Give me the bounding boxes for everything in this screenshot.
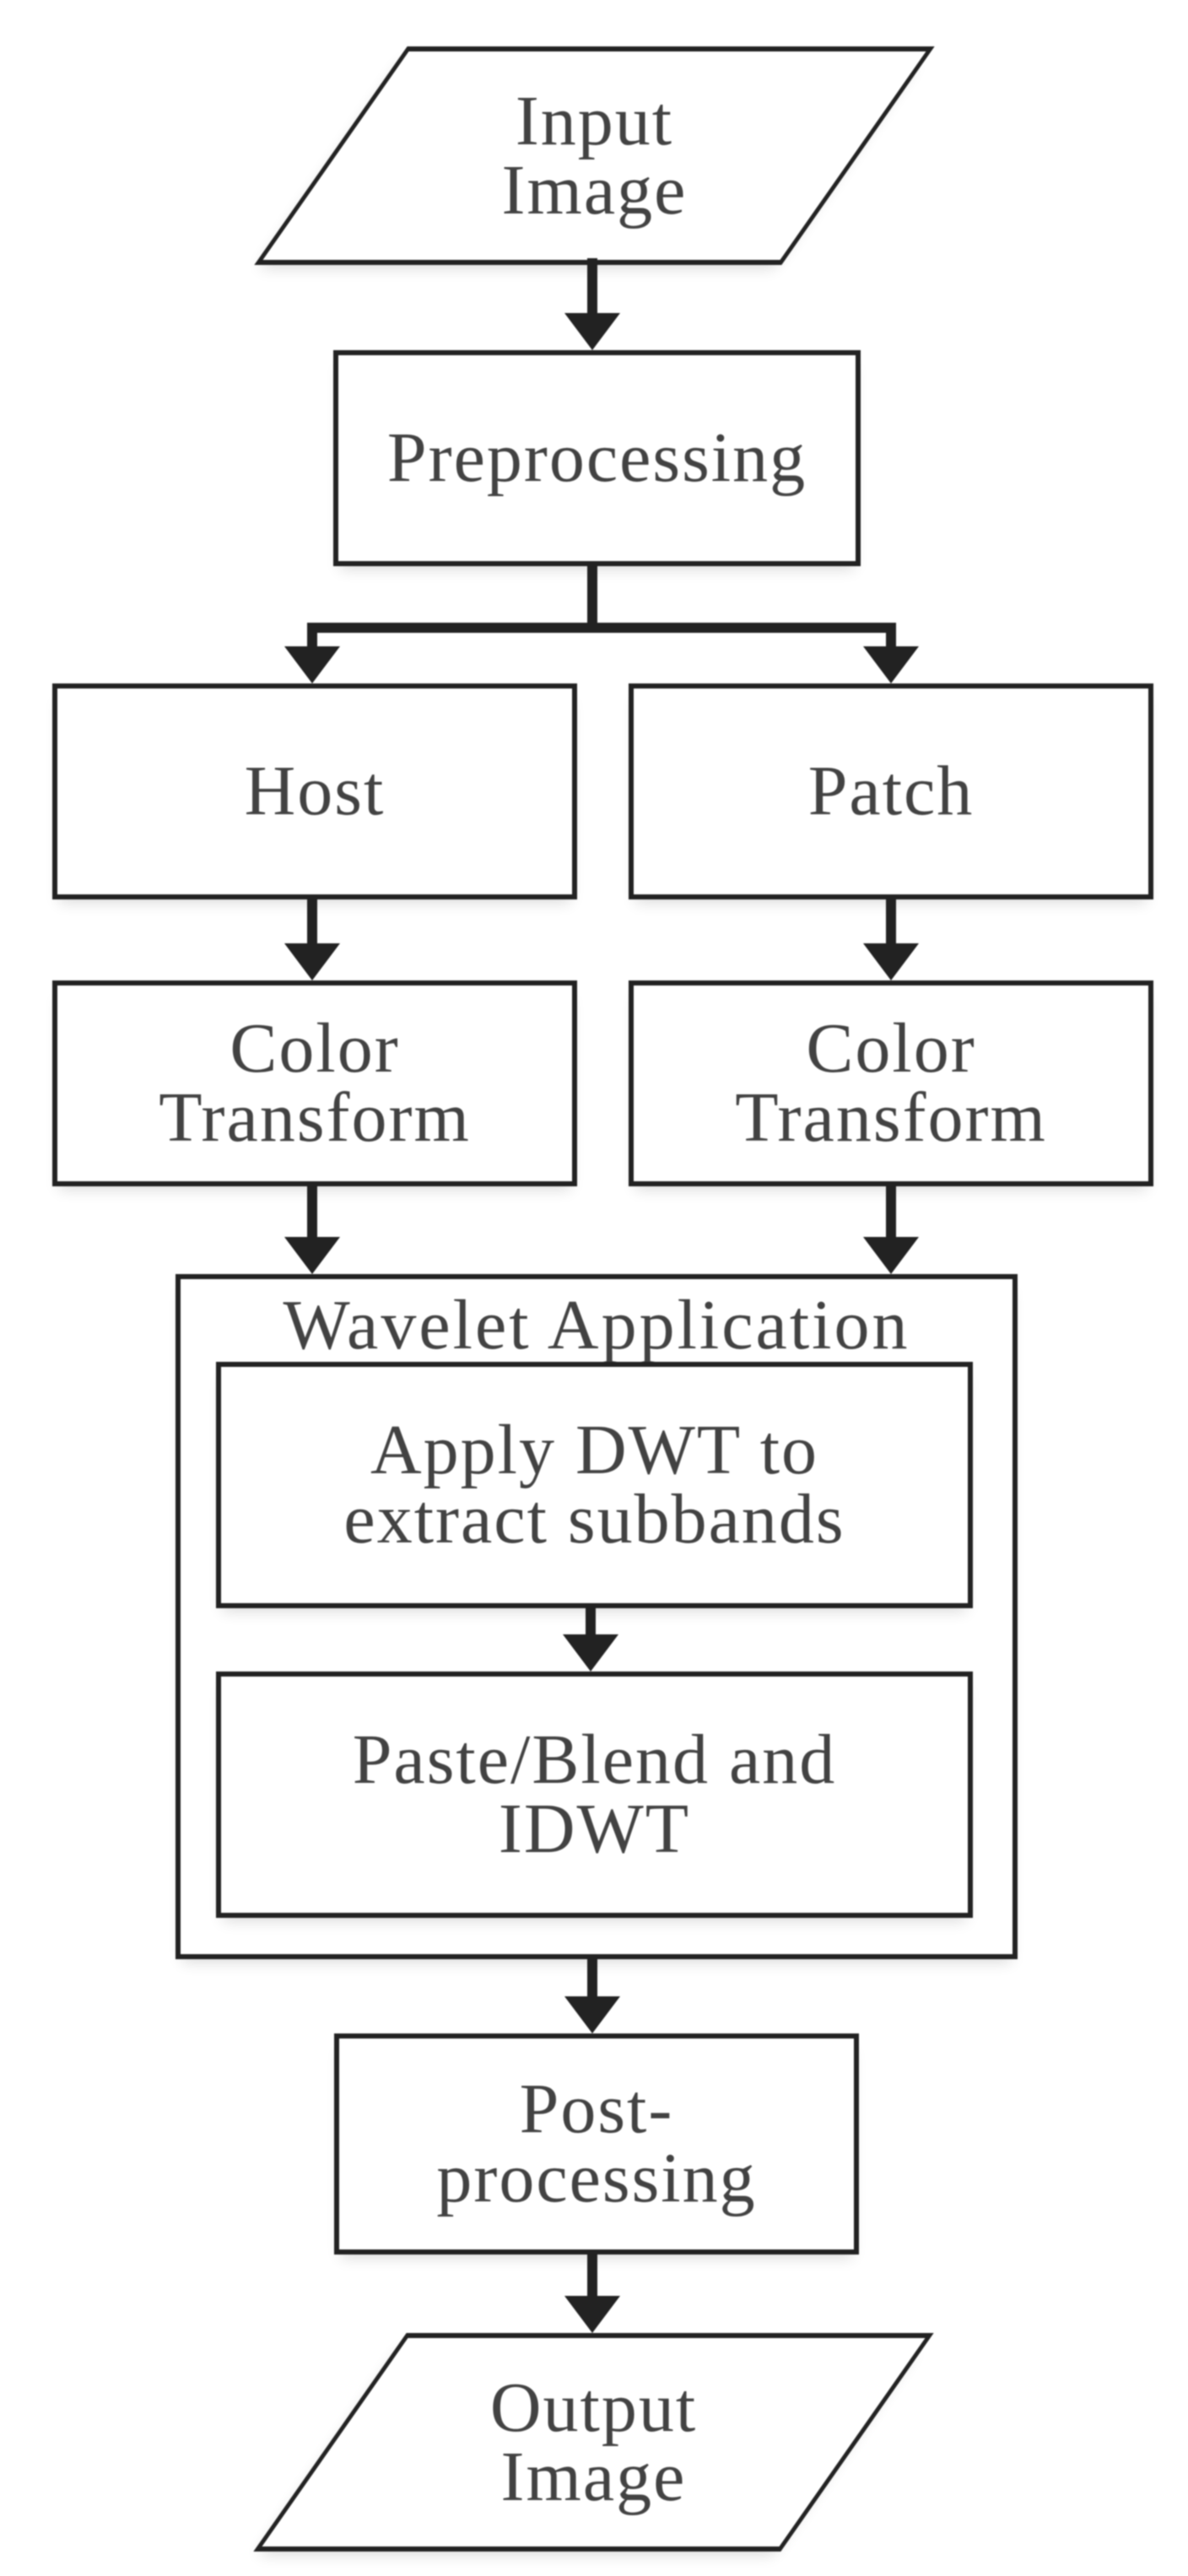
edge-input-preprocessing-arrowhead-icon — [564, 313, 620, 350]
edge-split-host-line — [307, 623, 317, 653]
node-output-image-label: Output Image — [489, 2368, 698, 2516]
edge-host-colortransform-line — [307, 896, 317, 948]
edge-wavelet-postprocessing-line — [587, 1956, 597, 2001]
edge-preprocessing-split-line — [587, 561, 597, 629]
edge-postprocessing-output-arrowhead-icon — [564, 2296, 620, 2333]
node-apply-dwt-label: Apply DWT to extract subbands — [343, 1411, 845, 1558]
edge-dwt-idwt-line — [586, 1605, 596, 1640]
edge-patch-colortransform-arrowhead-icon — [863, 943, 919, 980]
node-input-image: Input Image — [254, 46, 935, 265]
edge-colortransform-host-wavelet-arrowhead-icon — [284, 1237, 340, 1274]
node-patch-label: Patch — [807, 752, 975, 830]
node-paste-blend-idwt-label: Paste/Blend and IDWT — [352, 1720, 837, 1868]
node-apply-dwt: Apply DWT to extract subbands — [216, 1362, 973, 1608]
node-color-transform-host-label: Color Transform — [159, 1009, 471, 1157]
edge-split-bar-line — [307, 623, 896, 633]
edge-input-preprocessing-line — [587, 258, 597, 317]
edge-split-patch-arrowhead-icon — [863, 646, 919, 683]
node-patch: Patch — [629, 683, 1153, 899]
node-preprocessing-label: Preprocessing — [386, 419, 807, 497]
edge-patch-colortransform-line — [886, 896, 896, 948]
node-output-image: Output Image — [253, 2333, 934, 2552]
node-paste-blend-idwt: Paste/Blend and IDWT — [216, 1671, 973, 1918]
node-post-processing: Post- processing — [334, 2033, 859, 2255]
edge-colortransform-host-wavelet-line — [307, 1183, 317, 1242]
node-input-image-label: Input Image — [501, 81, 688, 230]
node-color-transform-patch-label: Color Transform — [735, 1009, 1047, 1157]
node-preprocessing: Preprocessing — [333, 350, 861, 566]
edge-wavelet-postprocessing-arrowhead-icon — [564, 1996, 620, 2033]
node-color-transform-patch: Color Transform — [629, 980, 1153, 1186]
edge-host-colortransform-arrowhead-icon — [284, 943, 340, 980]
node-color-transform-host: Color Transform — [52, 980, 577, 1186]
edge-dwt-idwt-arrowhead-icon — [563, 1634, 618, 1671]
edge-colortransform-patch-wavelet-line — [886, 1183, 896, 1242]
edge-colortransform-patch-wavelet-arrowhead-icon — [863, 1237, 919, 1274]
edge-split-patch-line — [886, 623, 896, 653]
node-post-processing-label: Post- processing — [436, 2070, 757, 2217]
node-wavelet-application-title: Wavelet Application — [283, 1285, 910, 1364]
node-host-label: Host — [244, 752, 386, 830]
edge-split-host-arrowhead-icon — [284, 646, 340, 683]
node-host: Host — [52, 683, 577, 899]
edge-postprocessing-output-line — [587, 2251, 597, 2299]
